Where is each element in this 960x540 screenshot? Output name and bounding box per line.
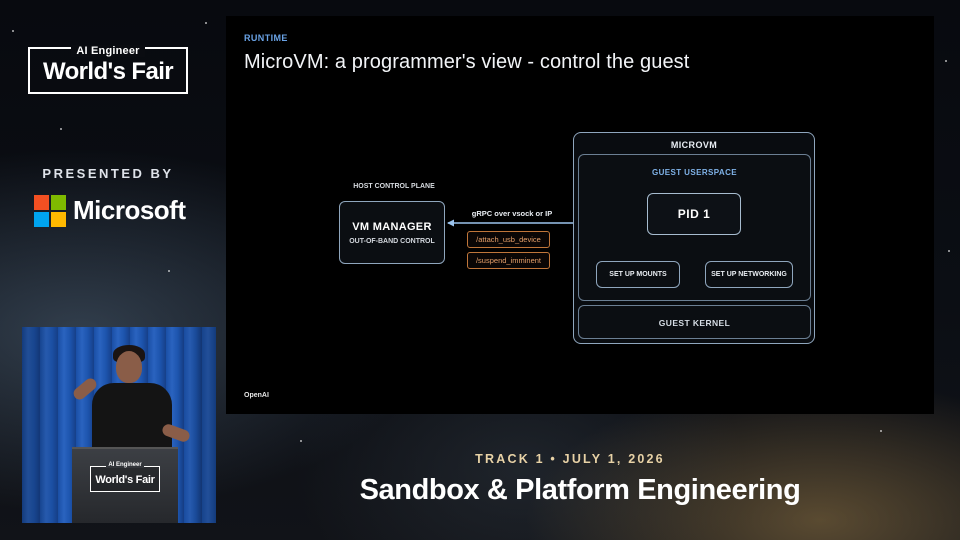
guest-kernel-label: GUEST KERNEL xyxy=(658,318,731,328)
star xyxy=(948,250,950,252)
pid1-label: PID 1 xyxy=(677,207,711,221)
talk-title: Sandbox & Platform Engineering xyxy=(359,474,801,506)
star xyxy=(60,128,62,130)
vm-manager-box: VM MANAGER OUT-OF-BAND CONTROL xyxy=(339,201,445,264)
grpc-channel-label: gRPC over vsock or IP xyxy=(471,209,553,218)
sponsor-name: Microsoft xyxy=(73,195,186,225)
podium-logo-title: World's Fair xyxy=(95,474,155,486)
speaker-video: AI Engineer World's Fair xyxy=(22,327,216,523)
star xyxy=(12,30,14,32)
event-logo-title: World's Fair xyxy=(42,58,174,85)
arrow-head-left-icon xyxy=(447,219,454,227)
api-call-tag: /suspend_imminent xyxy=(467,252,550,269)
microvm-label: MICROVM xyxy=(670,140,718,150)
setup-networking-box: SET UP NETWORKING xyxy=(705,261,793,288)
slide-title: MicroVM: a programmer's view - control t… xyxy=(244,51,690,73)
speaker-head xyxy=(116,351,142,383)
podium: AI Engineer World's Fair xyxy=(72,447,178,523)
presentation-slide: RUNTIME MicroVM: a programmer's view - c… xyxy=(226,16,934,414)
star xyxy=(880,430,882,432)
event-logo-small-text: AI Engineer xyxy=(71,45,145,57)
star xyxy=(205,22,207,24)
host-control-plane-label: HOST CONTROL PLANE xyxy=(353,183,435,190)
vm-manager-title: VM MANAGER xyxy=(352,221,432,233)
microsoft-logo-icon xyxy=(34,195,66,227)
setup-networking-label: SET UP NETWORKING xyxy=(711,271,787,278)
star xyxy=(300,440,302,442)
slide-footer-logo: OpenAI xyxy=(244,392,269,399)
pid1-box: PID 1 xyxy=(647,193,741,235)
star xyxy=(945,60,947,62)
guest-kernel-box: GUEST KERNEL xyxy=(578,305,811,339)
podium-logo-small-text: AI Engineer xyxy=(106,462,144,468)
track-date-label: TRACK 1 • JULY 1, 2026 xyxy=(475,452,665,466)
vm-manager-subtitle: OUT-OF-BAND CONTROL xyxy=(349,238,435,245)
presented-by-label: PRESENTED BY xyxy=(42,166,174,181)
setup-mounts-box: SET UP MOUNTS xyxy=(596,261,680,288)
star xyxy=(168,270,170,272)
event-logo: AI Engineer World's Fair xyxy=(28,45,188,94)
slide-kicker: RUNTIME xyxy=(244,33,288,43)
setup-mounts-label: SET UP MOUNTS xyxy=(609,271,667,278)
guest-userspace-label: GUEST USERSPACE xyxy=(652,168,737,177)
api-call-tag: /attach_usb_device xyxy=(467,231,550,248)
podium-logo: AI Engineer World's Fair xyxy=(90,462,160,492)
